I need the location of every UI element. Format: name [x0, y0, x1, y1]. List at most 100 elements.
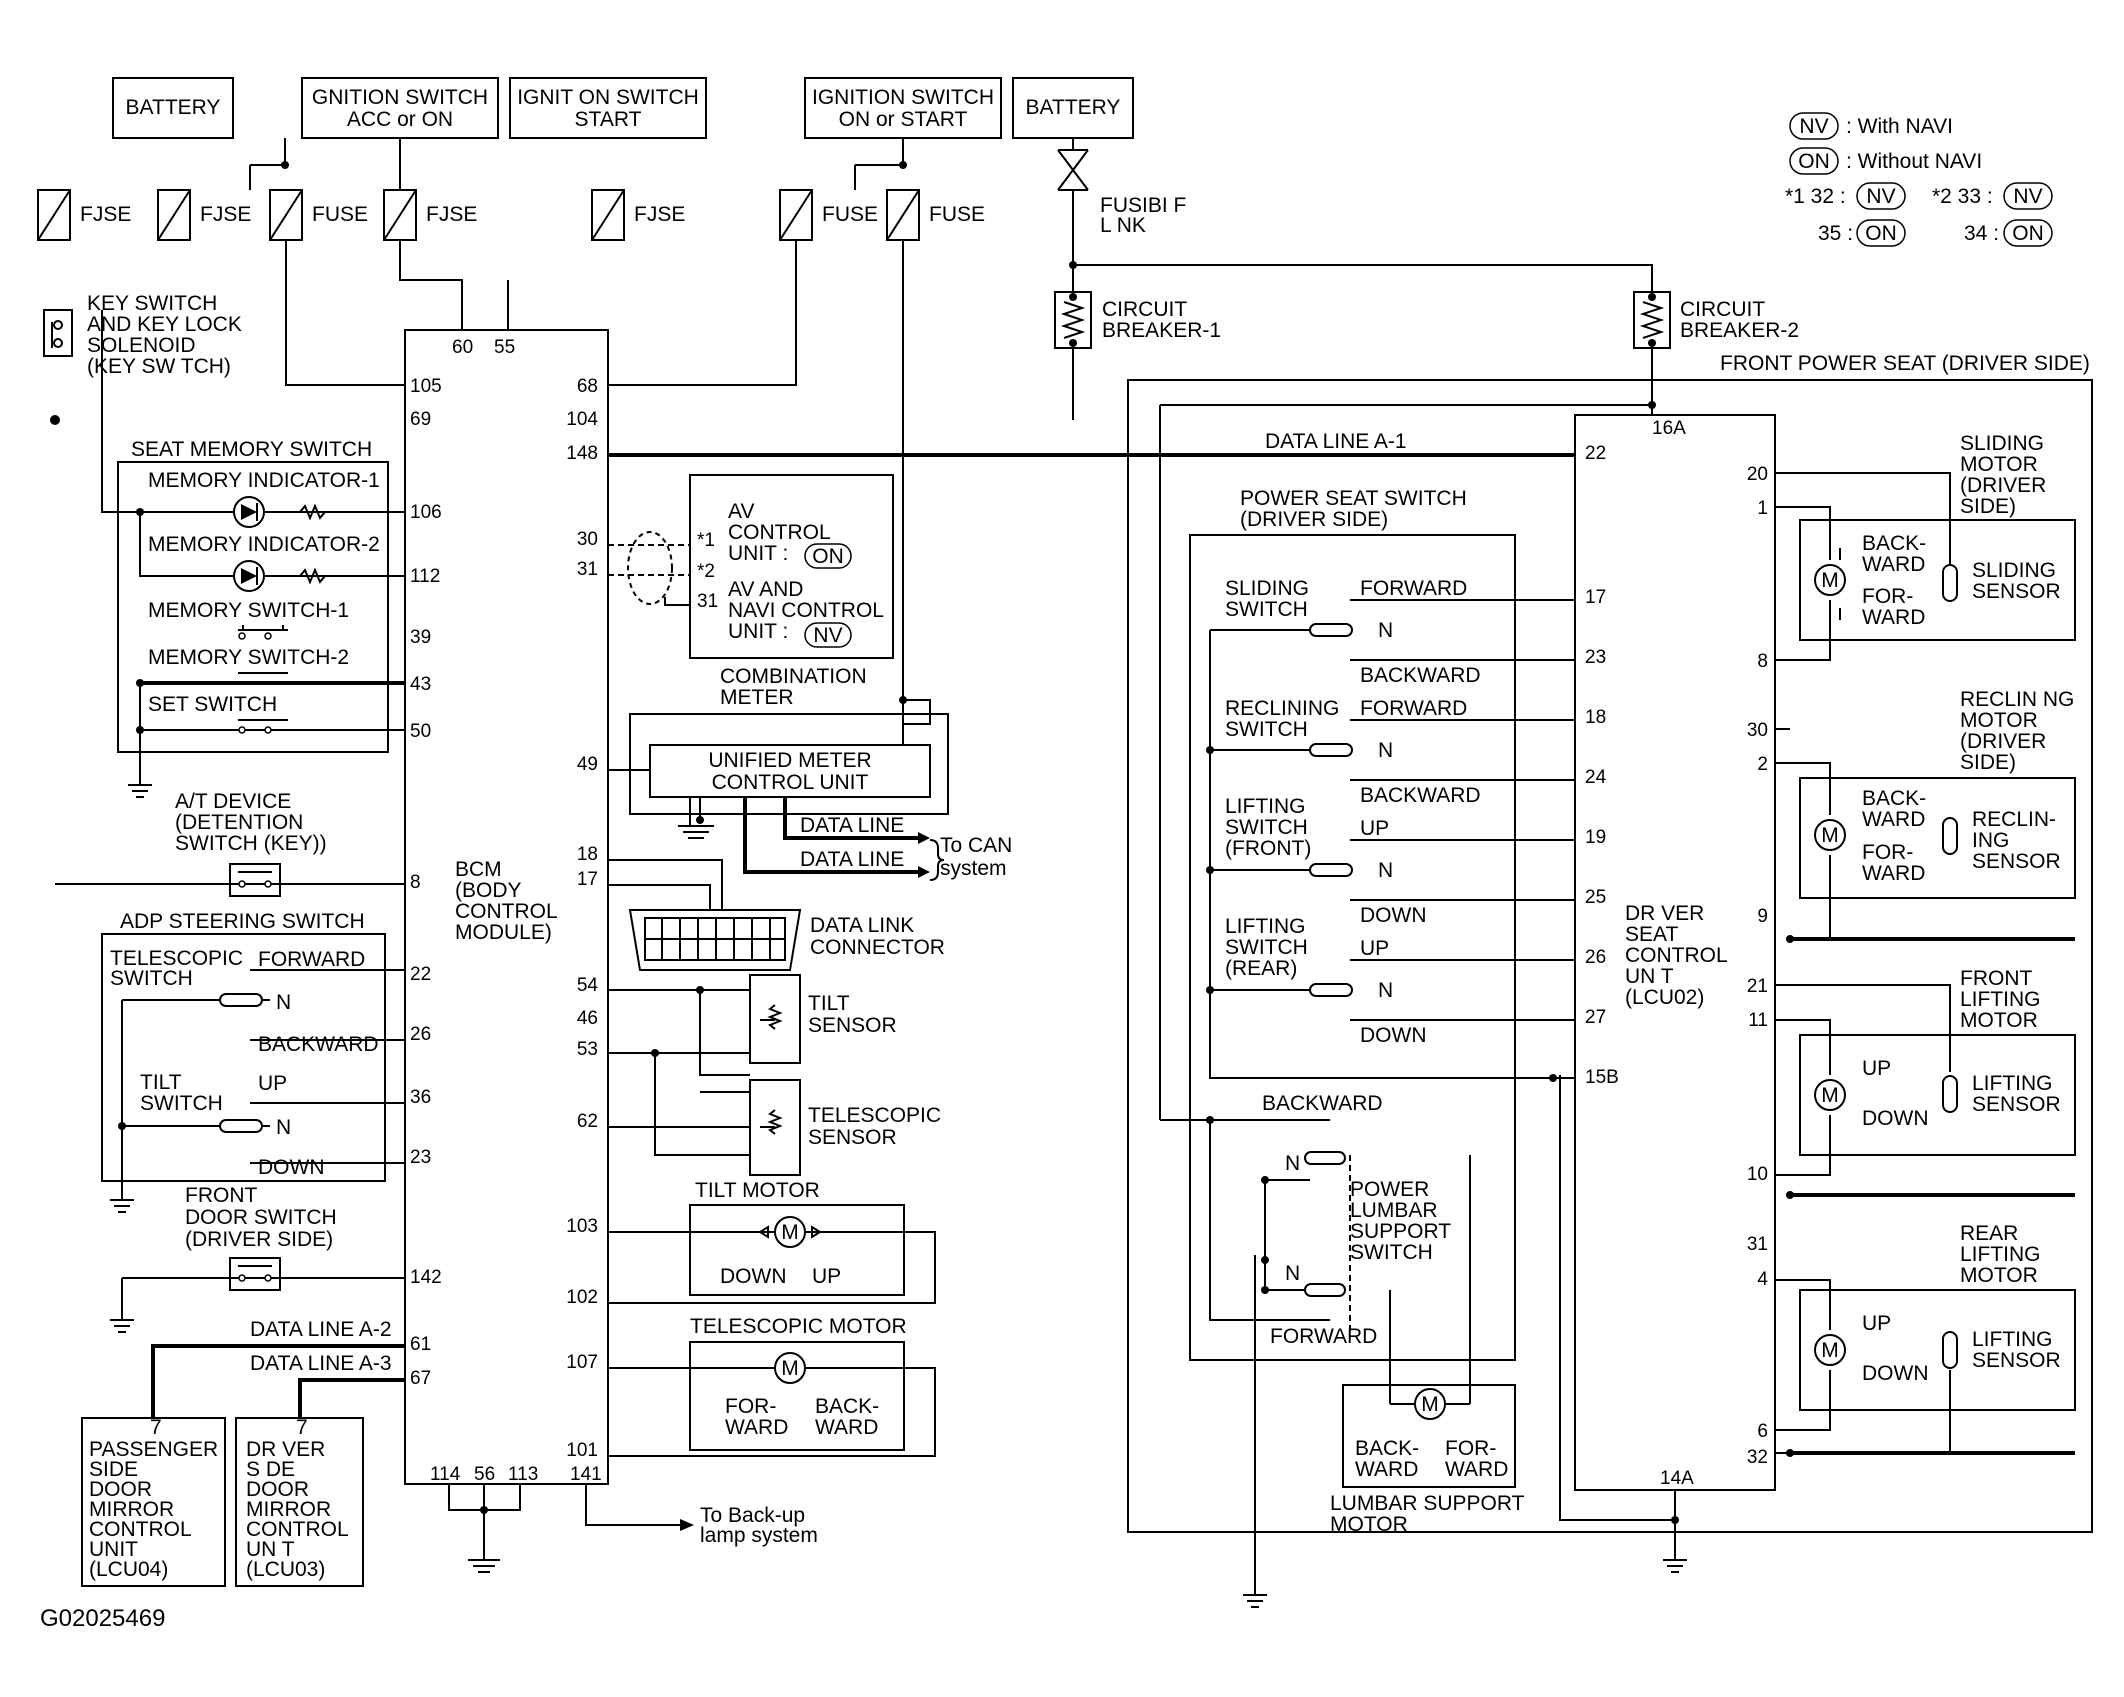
svg-text:31: 31	[697, 591, 718, 612]
svg-text:ADP STEERING SWITCH: ADP STEERING SWITCH	[120, 910, 365, 933]
svg-text:DOWN: DOWN	[258, 1156, 325, 1179]
key-switch: KEY SWITCH AND KEY LOCK SOLENOID (KEY SW…	[43, 292, 242, 378]
svg-text:SWITCH: SWITCH	[1225, 936, 1308, 959]
svg-text:BACK-: BACK-	[1862, 532, 1926, 555]
svg-text:(BODY: (BODY	[455, 879, 522, 902]
svg-text:S DE: S DE	[246, 1458, 295, 1481]
svg-text:ON: ON	[1865, 222, 1897, 245]
bcm-module: BCM (BODY CONTROL MODULE) 60 55	[404, 329, 609, 1485]
svg-text:SWITCH (KEY)): SWITCH (KEY))	[175, 832, 327, 855]
svg-text:SIDE: SIDE	[89, 1458, 138, 1481]
svg-text:M: M	[1821, 569, 1839, 592]
svg-text:FOR-: FOR-	[1862, 585, 1913, 608]
svg-text:SEAT: SEAT	[1625, 923, 1678, 946]
svg-text:COMBINATION: COMBINATION	[720, 665, 867, 688]
fuse-1: FJSE	[37, 189, 131, 241]
svg-text:23: 23	[1585, 647, 1606, 668]
svg-text:49: 49	[577, 754, 598, 775]
svg-text:LUMBAR SUPPORT: LUMBAR SUPPORT	[1330, 1492, 1525, 1515]
svg-text:SIDE): SIDE)	[1960, 495, 2016, 518]
svg-text:17: 17	[1585, 587, 1606, 608]
svg-text:WARD: WARD	[1862, 553, 1925, 576]
svg-text:TELESCOPIC MOTOR: TELESCOPIC MOTOR	[690, 1315, 907, 1338]
svg-text:FJSE: FJSE	[80, 203, 131, 226]
svg-text:15B: 15B	[1585, 1067, 1619, 1088]
svg-text:: With NAVI: : With NAVI	[1846, 115, 1953, 138]
svg-text:22: 22	[410, 964, 431, 985]
svg-text:SEAT MEMORY SWITCH: SEAT MEMORY SWITCH	[131, 438, 372, 461]
data-link-connector: DATA LINK CONNECTOR	[608, 859, 945, 971]
svg-text:To CAN: To CAN	[940, 834, 1012, 857]
svg-text:MOTOR: MOTOR	[1960, 709, 2038, 732]
svg-text:MOTOR: MOTOR	[1960, 1264, 2038, 1287]
svg-text:20: 20	[1747, 464, 1768, 485]
svg-text:141: 141	[570, 1464, 602, 1485]
svg-text:113: 113	[508, 1464, 538, 1485]
svg-text:LIFTING: LIFTING	[1972, 1328, 2053, 1351]
svg-text:14A: 14A	[1660, 1468, 1694, 1489]
ignition-acc-on-box: GNITION SWITCH ACC or ON	[301, 77, 499, 139]
svg-text:UNIT: UNIT	[89, 1538, 138, 1561]
svg-text:SWITCH: SWITCH	[1350, 1241, 1433, 1264]
svg-text:SENSOR: SENSOR	[1972, 850, 2061, 873]
svg-text:60: 60	[452, 337, 473, 358]
svg-text:ON: ON	[1798, 150, 1830, 173]
battery-left-box: BATTERY	[112, 77, 234, 139]
svg-text:26: 26	[410, 1024, 431, 1045]
svg-text:LIFTING: LIFTING	[1972, 1072, 2053, 1095]
svg-text:LUMBAR: LUMBAR	[1350, 1199, 1438, 1222]
svg-text:SLIDING: SLIDING	[1972, 559, 2056, 582]
svg-text:AV AND: AV AND	[728, 578, 803, 601]
driver-seat-control-unit: DR VER SEAT CONTROL UN T (LCU02) 16A 14A…	[1159, 401, 1776, 1573]
svg-text:FOR-: FOR-	[1445, 1437, 1496, 1460]
svg-text:N: N	[1378, 619, 1393, 642]
svg-text:7: 7	[150, 1416, 162, 1439]
svg-text:UN T: UN T	[246, 1538, 295, 1561]
svg-text:MEMORY INDICATOR-1: MEMORY INDICATOR-1	[148, 469, 380, 492]
svg-text:55: 55	[494, 337, 515, 358]
svg-text:NV: NV	[813, 624, 842, 647]
svg-text:M: M	[1821, 1084, 1839, 1107]
svg-text:23: 23	[410, 1147, 431, 1168]
svg-text:RECLIN-: RECLIN-	[1972, 808, 2056, 831]
svg-text:MODULE): MODULE)	[455, 921, 552, 944]
svg-text:MOTOR: MOTOR	[1330, 1513, 1408, 1536]
ignition-on-start-box: IGNITION SWITCH ON or START	[804, 77, 1002, 139]
svg-text:NV: NV	[2013, 185, 2042, 208]
svg-text:AND KEY LOCK: AND KEY LOCK	[87, 313, 242, 336]
data-line-a1: DATA LINE A-1	[608, 430, 1575, 457]
svg-text:(DRIVER SIDE): (DRIVER SIDE)	[1240, 508, 1388, 531]
svg-text:M: M	[1421, 1393, 1439, 1416]
svg-text:DOOR SWITCH: DOOR SWITCH	[185, 1206, 337, 1229]
svg-text:MIRROR: MIRROR	[246, 1498, 331, 1521]
svg-text:18: 18	[1585, 707, 1606, 728]
svg-text:7: 7	[296, 1416, 308, 1439]
svg-text:50: 50	[410, 721, 431, 742]
svg-text:SENSOR: SENSOR	[1972, 1349, 2061, 1372]
svg-text:UP: UP	[258, 1072, 287, 1095]
svg-text:KEY SWITCH: KEY SWITCH	[87, 292, 217, 315]
svg-text:FOR-: FOR-	[1862, 841, 1913, 864]
svg-text:FORWARD: FORWARD	[1360, 697, 1467, 720]
svg-text:10: 10	[1747, 1164, 1768, 1185]
svg-text:WARD: WARD	[1355, 1458, 1418, 1481]
svg-text:N: N	[1378, 859, 1393, 882]
av-control-unit: AV CONTROL UNIT : ON AV AND NAVI CONTROL…	[608, 474, 894, 659]
svg-text:N: N	[1285, 1262, 1300, 1285]
svg-text:SET SWITCH: SET SWITCH	[148, 693, 277, 716]
svg-text:SLIDING: SLIDING	[1960, 432, 2044, 455]
svg-text:MEMORY SWITCH-1: MEMORY SWITCH-1	[148, 599, 349, 622]
tilt-motor: TILT MOTOR M DOWN UP	[608, 1179, 936, 1304]
svg-text:31: 31	[1747, 1234, 1768, 1255]
svg-text:67: 67	[410, 1368, 431, 1389]
svg-text:ON: ON	[812, 545, 844, 568]
svg-text:M: M	[781, 1357, 799, 1380]
svg-text:62: 62	[577, 1111, 598, 1132]
svg-text:SWITCH: SWITCH	[1225, 816, 1308, 839]
svg-text:LIFTING: LIFTING	[1225, 915, 1306, 938]
svg-text:REAR: REAR	[1960, 1222, 2018, 1245]
svg-text:DOOR: DOOR	[246, 1478, 309, 1501]
svg-text:N: N	[276, 991, 291, 1014]
front-door-switch: FRONT DOOR SWITCH (DRIVER SIDE)	[110, 1184, 405, 1333]
